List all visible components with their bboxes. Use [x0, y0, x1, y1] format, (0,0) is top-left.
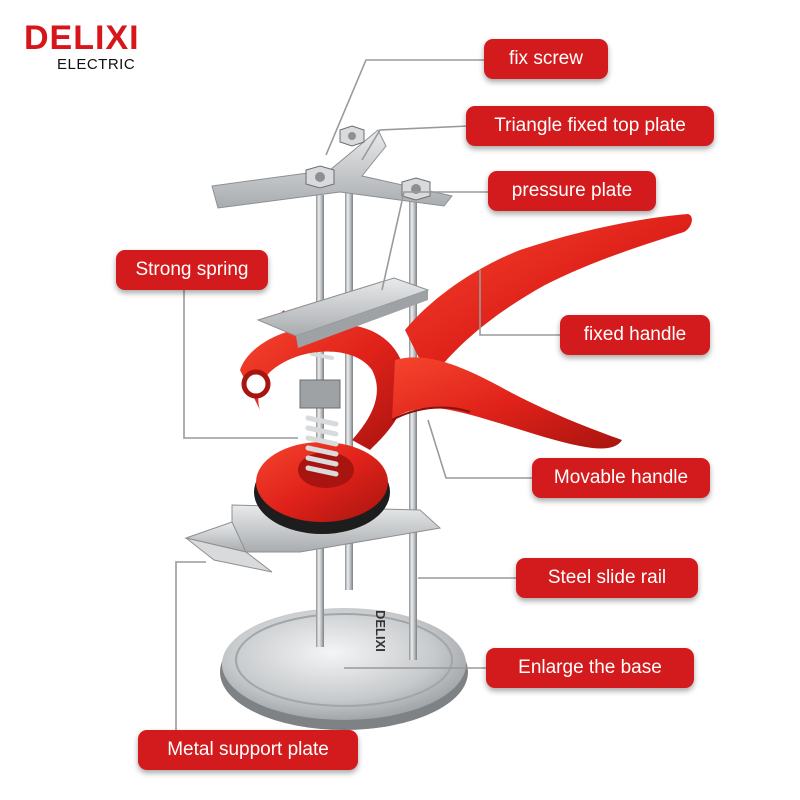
fix-screws [305, 125, 431, 201]
brand-logo: DELIXI [24, 19, 140, 57]
callout-metal-support-plate: Metal support plate [138, 730, 358, 770]
leader-movable-handle [427, 419, 536, 479]
leader-support-plate [175, 561, 206, 738]
callout-steel-slide-rail: Steel slide rail [516, 558, 698, 598]
pressure-plate [256, 277, 430, 348]
brand-subtitle: ELECTRIC [57, 56, 136, 73]
leader-strong-spring [183, 270, 298, 439]
leader-pressure-plate [381, 191, 490, 291]
callout-strong-spring: Strong spring [116, 250, 268, 290]
movable-handle [391, 357, 622, 449]
leader-fix-screw [325, 59, 490, 156]
callout-movable-handle: Movable handle [532, 458, 710, 498]
red-suction-body [254, 442, 390, 534]
callout-fixed-handle: fixed handle [560, 315, 710, 355]
callout-fix-screw: fix screw [484, 39, 608, 79]
leader-fixed-handle [479, 270, 560, 336]
leader-lines [175, 59, 560, 738]
callout-pressure-plate: pressure plate [488, 171, 656, 211]
base-engraving: DELIXI [373, 610, 388, 652]
callout-enlarge-base: Enlarge the base [486, 648, 694, 688]
fixed-handle [405, 214, 692, 380]
leader-triangle-plate [361, 125, 469, 161]
callout-triangle-plate: Triangle fixed top plate [466, 106, 714, 146]
enlarged-base: DELIXI [220, 608, 468, 730]
